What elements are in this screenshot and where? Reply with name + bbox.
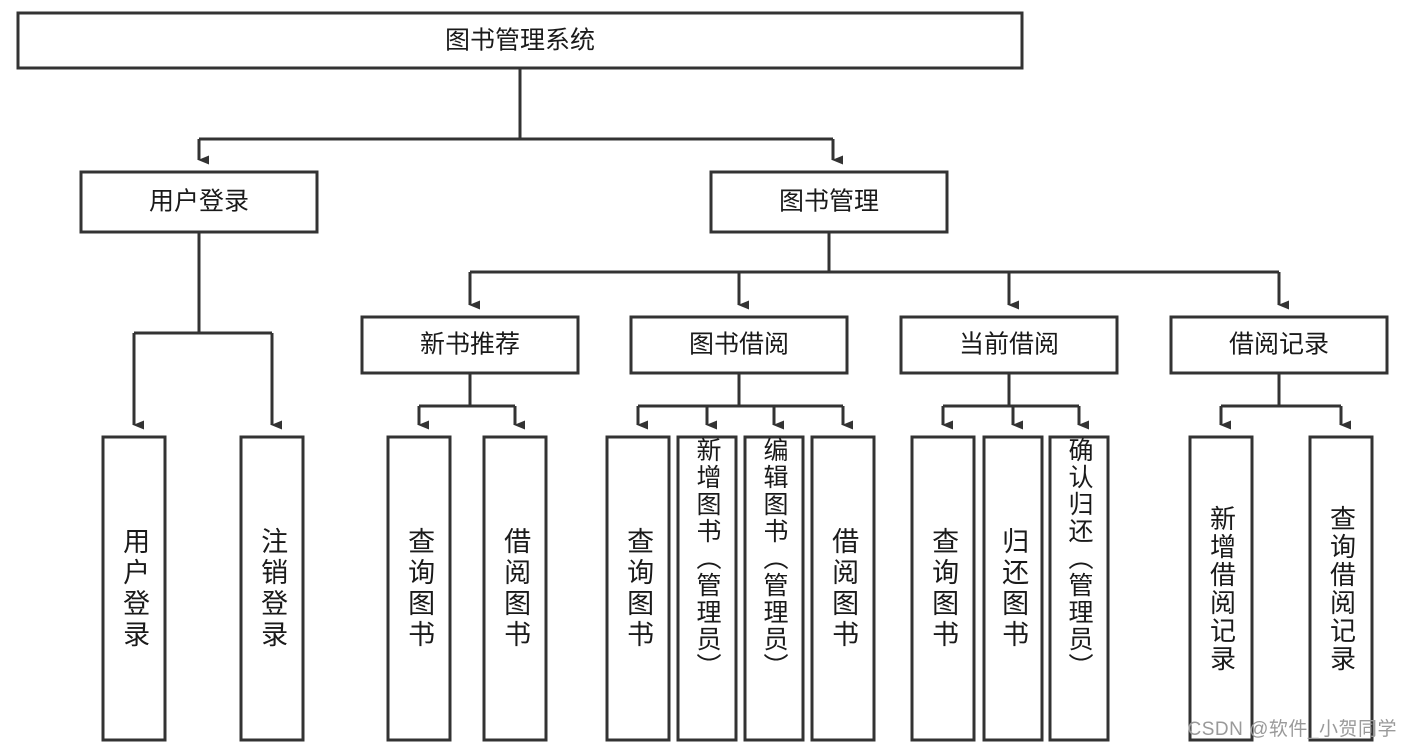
leaf-box-nbr-borrow-book[interactable] [482,435,548,742]
node-book-management[interactable]: 图书管理 [709,170,949,234]
node-book-management-box[interactable] [709,170,949,234]
leaf-box-bb-add-book[interactable] [676,435,738,742]
connector-group [132,68,1351,430]
leaf-box-cb-query-book[interactable] [910,435,976,742]
node-borrow-record-label: 借阅记录 [1229,331,1329,359]
node-current-borrow[interactable]: 当前借阅 [899,315,1119,375]
node-root-box[interactable] [16,11,1024,70]
leaf-box-bb-edit-book[interactable] [743,435,805,742]
node-borrow-record-box[interactable] [1169,315,1389,375]
leaf-box-br-add-record[interactable] [1188,435,1254,742]
node-book-borrow-box[interactable] [629,315,849,375]
node-user-login[interactable]: 用户登录 [79,170,319,234]
leaf-box-logout[interactable] [239,435,305,742]
leaf-box-bb-borrow-book[interactable] [810,435,876,742]
node-book-borrow-label: 图书借阅 [689,331,789,359]
leaf-box-cb-return-book[interactable] [982,435,1044,742]
leaf-box-group [101,435,1374,742]
leaf-box-cb-confirm-return[interactable] [1048,435,1110,742]
node-new-book-recommend-box[interactable] [360,315,580,375]
watermark-text: CSDN @软件_小贺同学 [1187,719,1397,740]
node-root[interactable]: 图书管理系统 [16,11,1024,70]
node-user-login-box[interactable] [79,170,319,234]
node-current-borrow-label: 当前借阅 [959,331,1059,359]
node-user-login-label: 用户登录 [149,188,249,216]
node-current-borrow-box[interactable] [899,315,1119,375]
node-book-management-label: 图书管理 [779,188,879,216]
leaf-box-bb-query-book[interactable] [605,435,671,742]
node-book-borrow[interactable]: 图书借阅 [629,315,849,375]
leaf-box-br-query-record[interactable] [1308,435,1374,742]
leaf-box-nbr-query-book[interactable] [386,435,452,742]
node-root-label: 图书管理系统 [445,27,595,55]
leaf-box-user-login[interactable] [101,435,167,742]
node-new-book-recommend[interactable]: 新书推荐 [360,315,580,375]
node-borrow-record[interactable]: 借阅记录 [1169,315,1389,375]
node-new-book-recommend-label: 新书推荐 [420,331,520,359]
